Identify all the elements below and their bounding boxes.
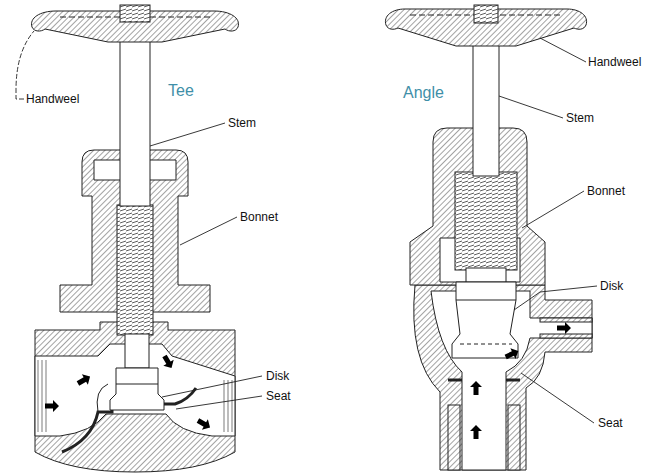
part-label: Stem xyxy=(228,116,256,130)
part-label: Seat xyxy=(598,416,623,430)
part-label: Stem xyxy=(566,111,594,125)
view-title: Angle xyxy=(403,84,444,102)
part-label: Handweel xyxy=(588,55,641,69)
view-title: Tee xyxy=(168,82,194,100)
part-label: Seat xyxy=(266,389,291,403)
part-label: Bonnet xyxy=(240,210,278,224)
part-label: Disk xyxy=(266,369,289,383)
part-label: Bonnet xyxy=(587,184,625,198)
part-label: Disk xyxy=(600,279,623,293)
part-label: Handweel xyxy=(26,92,79,106)
